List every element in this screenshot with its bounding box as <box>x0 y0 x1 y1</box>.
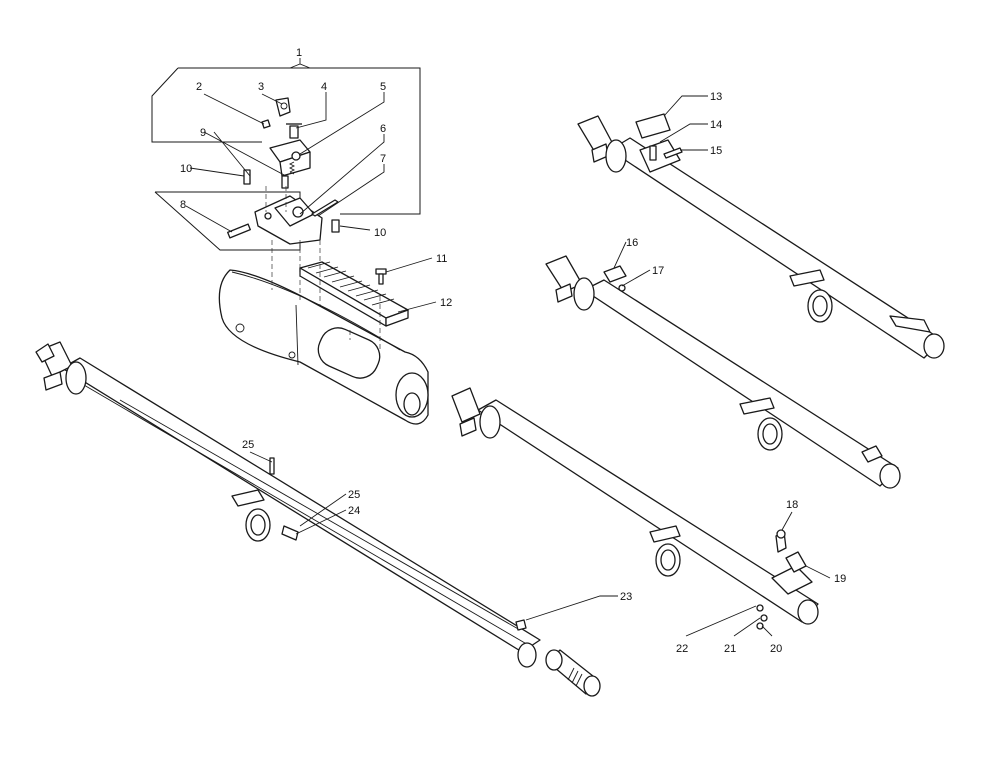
barrel-middle-right <box>545 255 901 489</box>
callout-label-22: 22 <box>676 643 688 655</box>
callout-label-9: 9 <box>200 127 206 139</box>
callout-label-16: 16 <box>626 237 638 249</box>
callout-label-25-top: 25 <box>242 439 254 451</box>
callout-label-5: 5 <box>380 81 386 93</box>
callout-label-10-bottom: 10 <box>374 227 386 239</box>
callout-label-6: 6 <box>380 123 386 135</box>
choke-tube <box>545 649 601 697</box>
callout-label-18: 18 <box>786 499 798 511</box>
projection-lines <box>265 186 381 350</box>
leader-lines <box>185 58 831 637</box>
picatinny-rail <box>299 261 409 327</box>
screw-11 <box>375 268 387 285</box>
mount-assembly <box>227 97 340 245</box>
callout-label-12: 12 <box>440 297 452 309</box>
callout-label-2: 2 <box>196 81 202 93</box>
barrel-left <box>35 341 541 668</box>
callout-label-7: 7 <box>380 153 386 165</box>
callout-label-14: 14 <box>710 119 722 131</box>
callout-label-24: 24 <box>348 505 360 517</box>
barrel-center <box>451 387 819 625</box>
callout-label-20: 20 <box>770 643 782 655</box>
callout-label-15: 15 <box>710 145 722 157</box>
callout-label-3: 3 <box>258 81 264 93</box>
callout-label-4: 4 <box>321 81 327 93</box>
callout-label-19: 19 <box>834 573 846 585</box>
callout-labels: 1 2 3 4 5 6 7 8 9 10 10 11 12 13 14 15 1… <box>180 47 846 655</box>
callout-label-13: 13 <box>710 91 722 103</box>
callout-label-10-top: 10 <box>180 163 192 175</box>
callout-label-1: 1 <box>296 47 302 59</box>
callout-label-8: 8 <box>180 199 186 211</box>
callout-label-23: 23 <box>620 591 632 603</box>
barrel-top-right <box>577 113 945 359</box>
callout-label-17: 17 <box>652 265 664 277</box>
callout-label-25-middle: 25 <box>348 489 360 501</box>
forend <box>218 269 429 425</box>
callout-label-21: 21 <box>724 643 736 655</box>
callout-label-11: 11 <box>436 253 447 265</box>
